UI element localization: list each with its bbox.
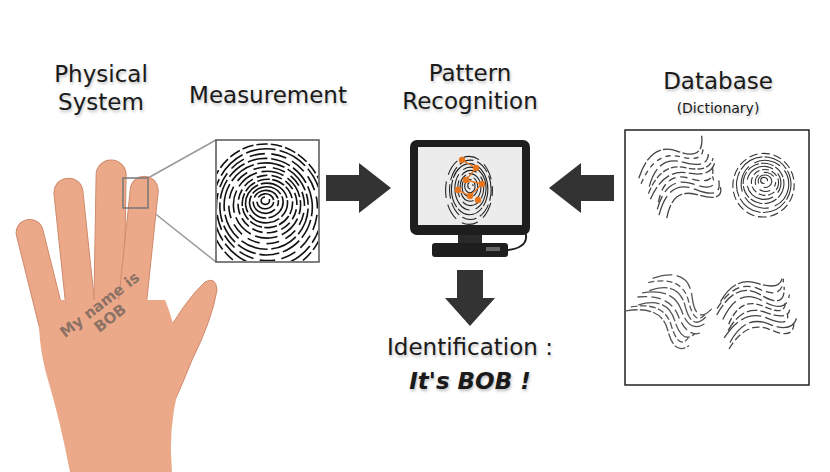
fingerprint xyxy=(710,271,800,350)
ridge-line xyxy=(446,156,493,224)
ridge-line xyxy=(239,176,296,231)
ridge-line xyxy=(217,142,318,261)
hand-node: Physical SystemMy name is BOB xyxy=(15,55,215,472)
base-unit xyxy=(432,243,508,257)
ridge-line xyxy=(631,295,692,344)
match-line xyxy=(458,160,482,196)
ridge-line xyxy=(660,178,723,220)
result-value: It's BOB ! xyxy=(345,368,595,396)
ridge-line xyxy=(757,174,773,189)
ridge-line xyxy=(256,193,275,210)
monitor xyxy=(410,140,530,235)
screen-print xyxy=(446,156,493,224)
ridge-line xyxy=(450,160,492,219)
ridge-line xyxy=(651,168,716,211)
result-node: Identification : It's BOB ! xyxy=(345,330,595,402)
ridge-line xyxy=(648,270,710,321)
fingerprint xyxy=(632,131,729,223)
ridge-line xyxy=(261,196,270,204)
stage-label: Measurement xyxy=(174,82,362,110)
fingerprint xyxy=(626,262,721,353)
system-label: Physical System xyxy=(23,61,179,116)
ridge-line xyxy=(652,171,723,218)
database-node: Database (Dictionary) xyxy=(618,60,818,390)
ridge-line xyxy=(468,182,473,189)
stage-label: Database xyxy=(618,68,818,96)
ridge-line xyxy=(458,170,484,205)
flow-arrow xyxy=(445,270,495,326)
ridge-line xyxy=(455,167,486,210)
ridge-line xyxy=(649,278,708,326)
ridge-line xyxy=(725,294,787,324)
ridge-line xyxy=(626,299,694,353)
stage-sublabel: (Dictionary) xyxy=(618,100,818,117)
ridge-line xyxy=(217,141,318,261)
ridge-line xyxy=(749,167,780,197)
ridge-line xyxy=(728,149,799,222)
ridge-line xyxy=(754,171,777,193)
stage-label: Pattern Recognition xyxy=(385,60,555,115)
zoom-line xyxy=(148,140,216,178)
ridge-line xyxy=(725,317,795,349)
ridge-line xyxy=(243,180,290,225)
screen xyxy=(418,147,522,225)
drive-slot xyxy=(486,247,500,251)
ridge-line xyxy=(248,185,286,220)
zoom-line xyxy=(148,208,216,262)
computer-node: Pattern Recognition xyxy=(395,60,545,266)
database-frame xyxy=(620,126,816,390)
cable xyxy=(508,232,526,250)
database-box xyxy=(625,130,809,385)
fingerprint xyxy=(446,156,493,224)
flow-arrow xyxy=(549,163,614,213)
ridge-line xyxy=(760,177,768,184)
ridge-line xyxy=(737,157,792,212)
fingerprint xyxy=(728,149,799,222)
result-label: Identification : xyxy=(345,334,595,362)
hand xyxy=(15,160,217,472)
fingerprint-group xyxy=(217,141,318,261)
ridge-line xyxy=(451,164,487,215)
zoom-square xyxy=(123,178,148,208)
computer-illustration xyxy=(400,136,540,266)
measurement-node: Measurement xyxy=(214,78,322,264)
ridge-line xyxy=(252,189,280,215)
flow-arrow xyxy=(326,163,391,213)
fingerprint xyxy=(217,141,318,261)
measurement-frame xyxy=(214,138,322,264)
ridge-line xyxy=(635,140,707,184)
match-point xyxy=(475,197,481,203)
